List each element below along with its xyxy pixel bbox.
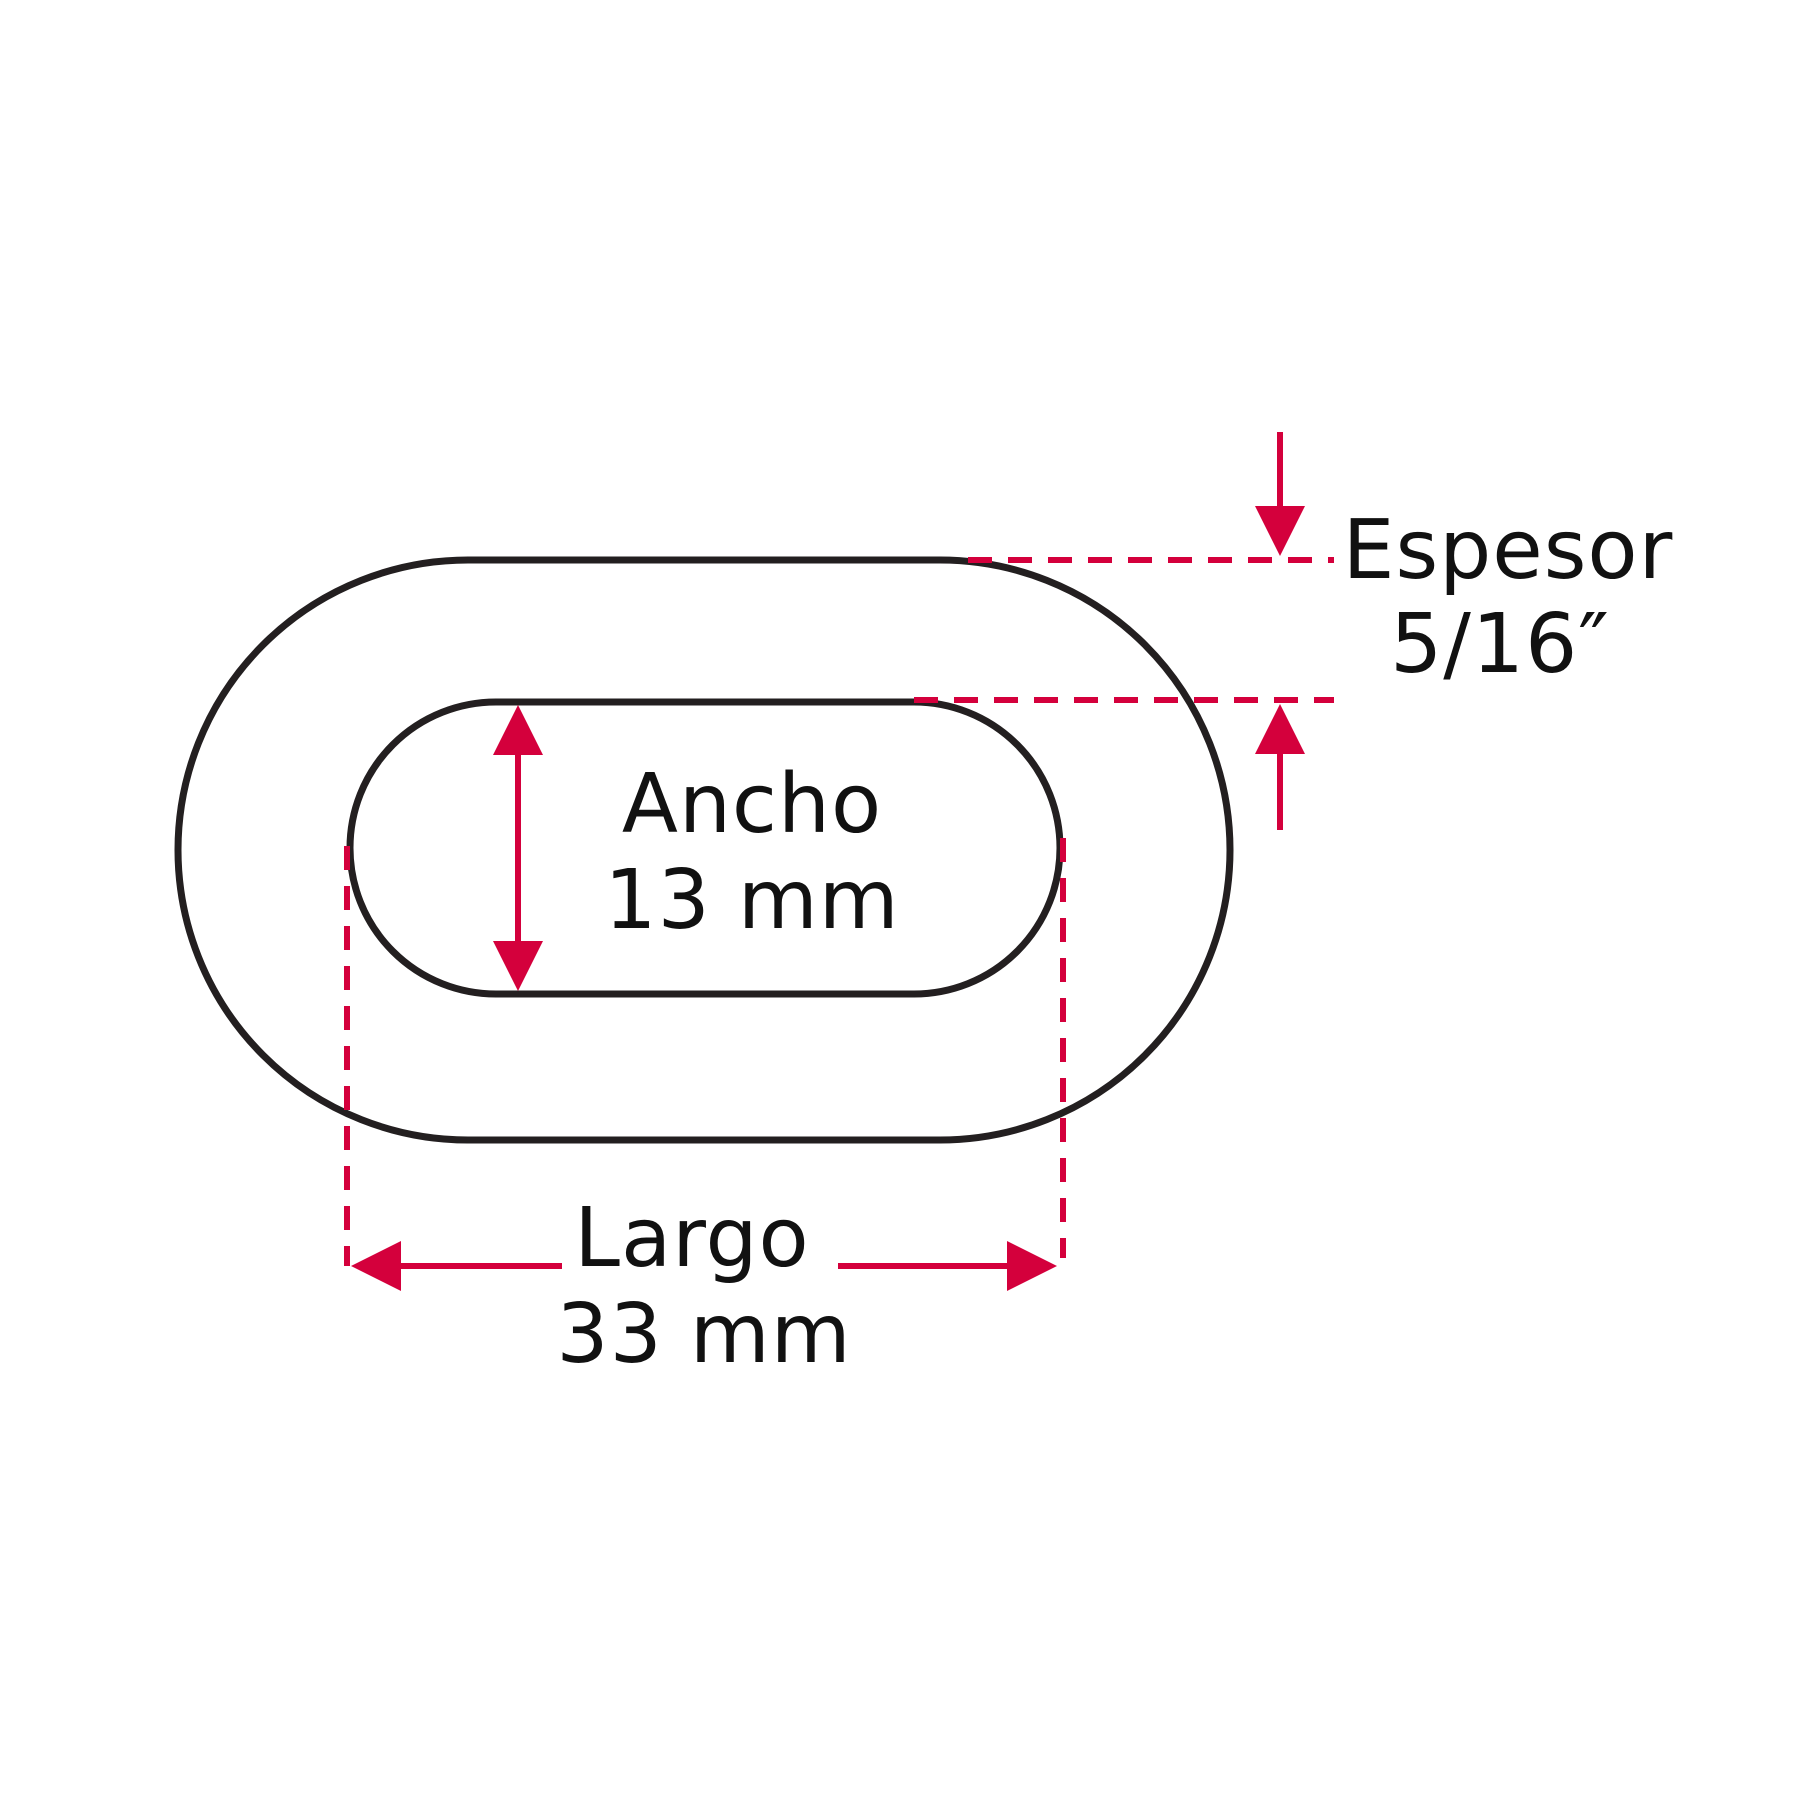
thickness-value: 5/16″ [1390,597,1610,692]
length-label: Largo [574,1191,809,1286]
outer-link-outline [174,556,1234,1144]
thickness-dimension [914,432,1334,830]
length-arrow-right-head [1007,1241,1057,1291]
length-value: 33 mm [556,1287,851,1382]
inner-link-opening [346,698,1064,998]
thickness-arrow-top-head [1255,506,1305,556]
width-arrow-bottom-head [493,941,543,991]
width-value: 13 mm [604,853,899,948]
length-arrow-left-head [351,1241,401,1291]
width-arrow-top-head [493,705,543,755]
width-dimension [493,705,543,991]
thickness-label: Espesor [1343,503,1674,598]
width-label: Ancho [622,757,882,852]
thickness-arrow-bottom-head [1255,704,1305,754]
length-dimension [344,838,1066,1291]
